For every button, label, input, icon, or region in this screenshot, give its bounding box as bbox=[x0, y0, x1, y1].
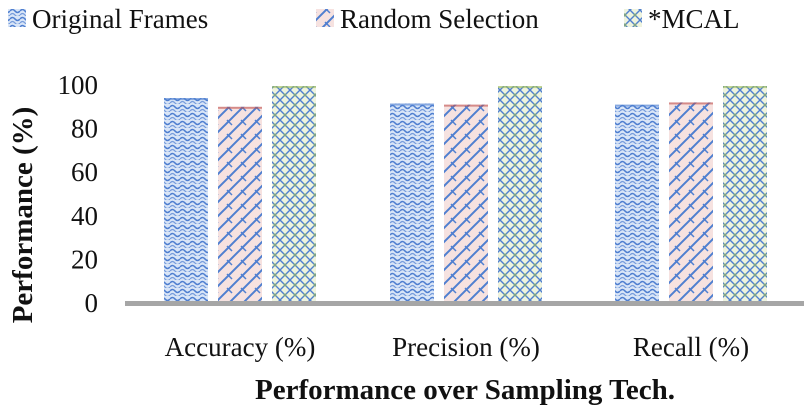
legend-label-random-selection: Random Selection bbox=[340, 4, 539, 34]
bar-original-frames-1 bbox=[390, 103, 434, 303]
category-label: Accuracy (%) bbox=[165, 332, 316, 362]
y-tick-label: 40 bbox=[71, 201, 98, 231]
legend-swatch-original-frames bbox=[8, 9, 26, 27]
category-label: Recall (%) bbox=[633, 332, 749, 362]
y-tick-label: 20 bbox=[71, 244, 98, 274]
bars bbox=[164, 86, 767, 304]
bar-mcal-1 bbox=[498, 86, 542, 303]
legend-swatch-random-selection bbox=[316, 9, 334, 27]
bar-top-edge bbox=[498, 86, 542, 89]
bar-random-selection-1 bbox=[444, 104, 488, 304]
bar-random-selection-2 bbox=[669, 102, 713, 303]
y-tick-label: 80 bbox=[71, 114, 98, 144]
legend-label-original-frames: Original Frames bbox=[32, 4, 208, 34]
bar-original-frames-0 bbox=[164, 98, 208, 303]
bar-top-edge bbox=[390, 103, 434, 106]
category-label: Precision (%) bbox=[392, 332, 540, 362]
y-tick-label: 100 bbox=[58, 70, 99, 100]
bar-mcal-0 bbox=[272, 86, 316, 303]
x-axis-baseline bbox=[125, 301, 804, 306]
legend-swatch-mcal bbox=[624, 9, 642, 27]
bar-random-selection-0 bbox=[218, 106, 262, 303]
y-tick-label: 0 bbox=[85, 288, 99, 318]
bar-original-frames-2 bbox=[615, 104, 659, 304]
bar-mcal-2 bbox=[723, 86, 767, 303]
legend: Original Frames Random Selection *MCAL bbox=[8, 4, 740, 34]
category-labels: Accuracy (%) Precision (%) Recall (%) bbox=[165, 332, 749, 362]
bar-top-edge bbox=[164, 98, 208, 101]
y-axis-ticks: 0 20 40 60 80 100 bbox=[58, 70, 99, 318]
y-axis-title: Performance (%) bbox=[7, 107, 39, 324]
legend-label-mcal: *MCAL bbox=[648, 4, 740, 34]
bar-top-edge bbox=[444, 104, 488, 107]
bar-top-edge bbox=[272, 86, 316, 89]
x-axis-title: Performance over Sampling Tech. bbox=[255, 374, 675, 406]
y-tick-label: 60 bbox=[71, 157, 98, 187]
bar-top-edge bbox=[615, 104, 659, 107]
bar-top-edge bbox=[669, 102, 713, 105]
bar-top-edge bbox=[723, 86, 767, 89]
bar-top-edge bbox=[218, 106, 262, 109]
